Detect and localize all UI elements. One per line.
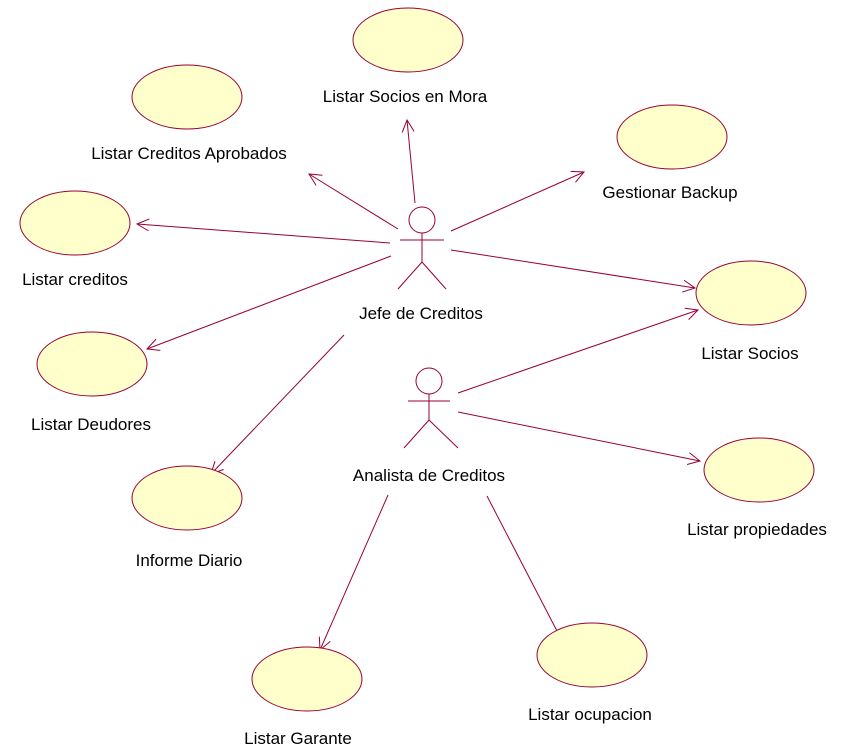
usecase-label: Listar Creditos Aprobados xyxy=(91,144,287,163)
associations xyxy=(137,120,700,658)
usecase-listar-socios-en-mora[interactable]: Listar Socios en Mora xyxy=(323,7,488,106)
usecase-listar-creditos-aprobados[interactable]: Listar Creditos Aprobados xyxy=(91,64,287,163)
usecase-listar-deudores[interactable]: Listar Deudores xyxy=(31,331,151,434)
usecase-ellipse[interactable] xyxy=(19,190,131,256)
usecase-label: Listar propiedades xyxy=(687,520,827,539)
usecase-label: Listar creditos xyxy=(22,270,128,289)
actor-figure-icon xyxy=(403,367,459,449)
usecase-ellipse[interactable] xyxy=(703,437,815,503)
usecase-ellipse[interactable] xyxy=(616,104,728,170)
usecase-listar-socios[interactable]: Listar Socios xyxy=(695,260,807,363)
usecase-label: Gestionar Backup xyxy=(602,183,737,202)
assoc-jefe-informe-diario xyxy=(211,334,345,474)
usecase-label: Informe Diario xyxy=(136,551,243,570)
use-cases: Listar Socios en Mora Listar Creditos Ap… xyxy=(19,7,827,748)
usecase-label: Listar Socios xyxy=(701,344,798,363)
usecase-ellipse[interactable] xyxy=(131,465,243,531)
usecase-listar-creditos[interactable]: Listar creditos xyxy=(19,190,131,289)
assoc-jefe-listar-deudores xyxy=(147,255,392,349)
usecase-ellipse[interactable] xyxy=(536,622,648,688)
usecase-informe-diario[interactable]: Informe Diario xyxy=(131,465,243,570)
assoc-jefe-listar-creditos xyxy=(137,224,391,244)
actor-label: Jefe de Creditos xyxy=(359,304,483,323)
actor-jefe-de-creditos[interactable]: Jefe de Creditos xyxy=(359,206,483,323)
assoc-analista-listar-garante xyxy=(320,494,389,650)
assoc-jefe-gestionar-backup xyxy=(450,172,584,232)
actor-label: Analista de Creditos xyxy=(353,466,505,485)
actor-analista-de-creditos[interactable]: Analista de Creditos xyxy=(353,367,505,485)
usecase-ellipse[interactable] xyxy=(695,260,807,326)
usecase-label: Listar ocupacion xyxy=(528,705,652,724)
usecase-label: Listar Deudores xyxy=(31,415,151,434)
usecase-label: Listar Socios en Mora xyxy=(323,87,488,106)
usecase-ellipse[interactable] xyxy=(251,646,363,712)
assoc-jefe-listar-creditos-aprobados xyxy=(309,174,399,230)
assoc-analista-listar-socios xyxy=(457,310,698,394)
usecase-ellipse[interactable] xyxy=(131,64,243,130)
usecase-listar-ocupacion[interactable]: Listar ocupacion xyxy=(528,622,652,724)
assoc-jefe-listar-socios-en-mora xyxy=(407,120,416,204)
usecase-ellipse[interactable] xyxy=(352,7,464,73)
actor-figure-icon xyxy=(397,206,447,290)
usecase-gestionar-backup[interactable]: Gestionar Backup xyxy=(602,104,738,202)
usecase-listar-garante[interactable]: Listar Garante xyxy=(244,646,363,748)
usecase-listar-propiedades[interactable]: Listar propiedades xyxy=(687,437,827,539)
assoc-analista-listar-propiedades xyxy=(457,411,700,461)
assoc-jefe-listar-socios xyxy=(450,249,695,288)
usecase-label: Listar Garante xyxy=(244,729,352,748)
usecase-ellipse[interactable] xyxy=(36,331,148,397)
